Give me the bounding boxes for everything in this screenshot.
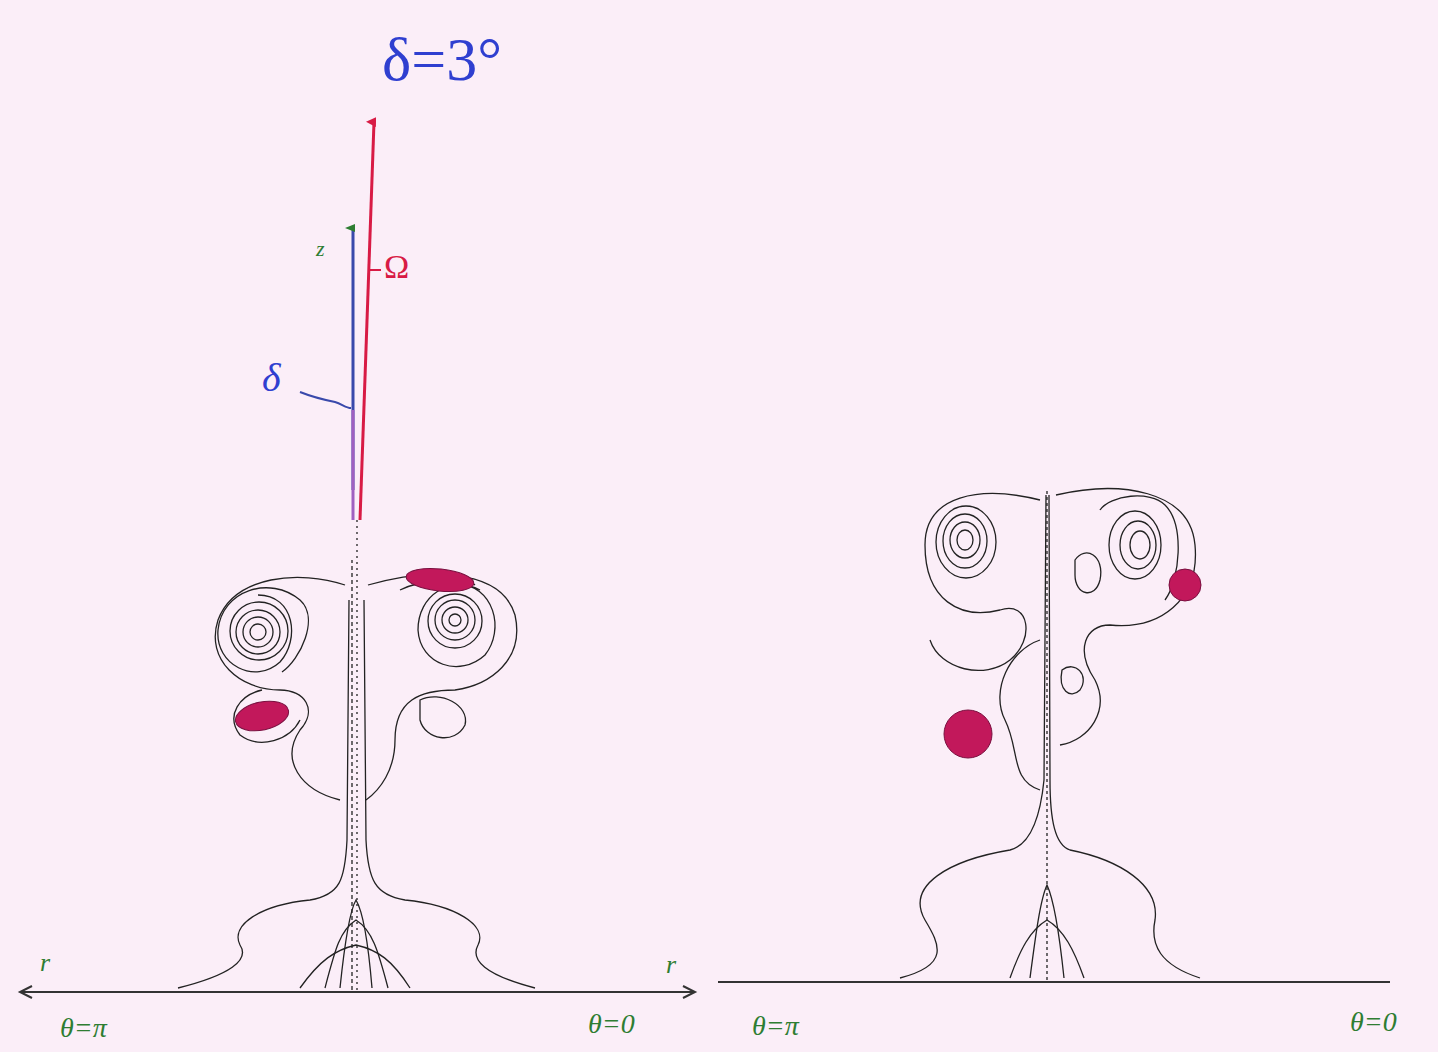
axis-label: z [316, 238, 325, 260]
axis-label: r [40, 950, 50, 976]
rotation-vectors [300, 122, 381, 520]
vorticity-contours-left [178, 520, 535, 990]
angle-label: θ=0 [1350, 1008, 1397, 1036]
angle-label: θ=π [60, 1014, 107, 1042]
r-axis [20, 982, 1390, 998]
particle-blobs-left [233, 566, 475, 736]
axis-label: r [666, 952, 676, 978]
angle-label: δ [262, 358, 281, 398]
angle-label: θ=0 [588, 1010, 635, 1038]
vorticity-contours-right [900, 489, 1200, 980]
angle-label: θ=π [752, 1012, 799, 1040]
angle-label: δ=3° [382, 28, 502, 90]
rotation-label: Ω [384, 250, 409, 284]
particle-blobs-right [944, 569, 1201, 758]
